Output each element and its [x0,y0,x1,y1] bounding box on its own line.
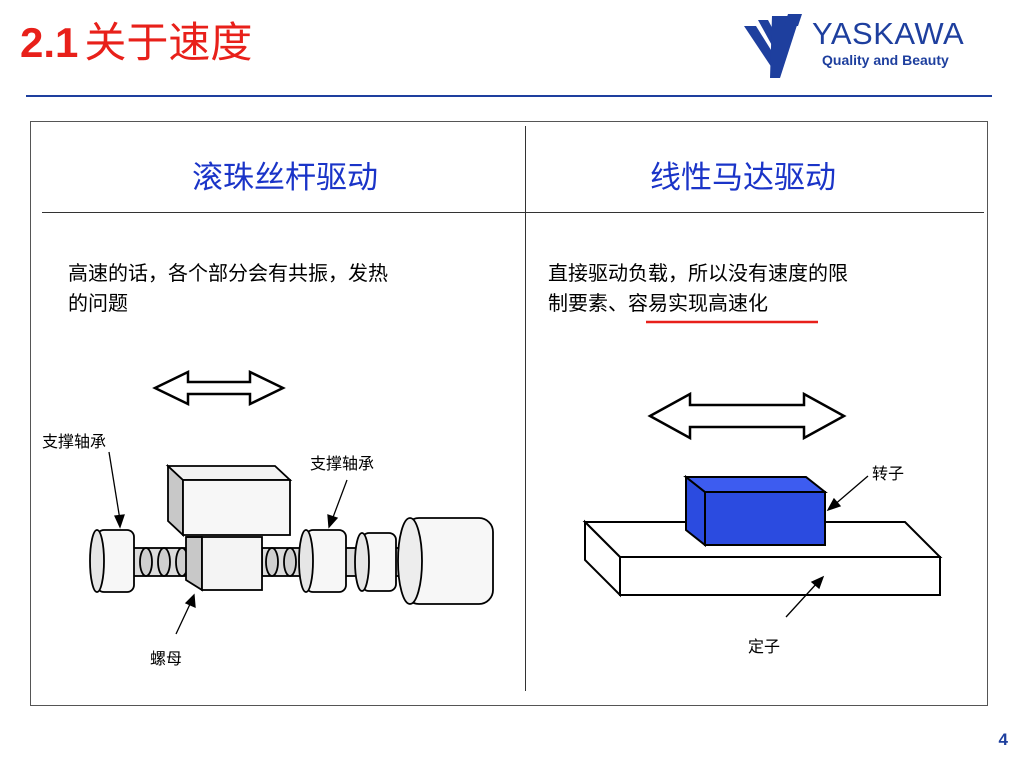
linear-desc-line-2-highlight: 容易实现高速化 [628,291,768,315]
ballscrew-desc-line-2: 的问题 [68,291,128,315]
label-rotor: 转子 [872,464,905,483]
label-right-support-bearing: 支撑轴承 [310,454,375,473]
linear-motor-description: 直接驱动负载，所以没有速度的限 制要素、容易实现高速化 [548,258,968,318]
brand-name: YASKAWA [812,16,965,51]
rotor-front [704,491,826,546]
left-double-arrow-icon [152,370,286,406]
linear-desc-line-2: 制要素、容易实现高速化 [548,288,968,318]
ballscrew-heading: 滚珠丝杆驱动 [192,160,378,196]
brand-slogan: Quality and Beauty [822,52,949,68]
slide-title-number: 2.1 [20,19,79,66]
label-left-support-bearing: 支撑轴承 [42,432,107,451]
header-rule [26,95,992,97]
comparison-frame [30,121,988,706]
ballscrew-description: 高速的话，各个部分会有共振，发热 的问题 [68,258,488,318]
column-divider [525,126,526,691]
label-stator: 定子 [748,637,781,656]
heading-divider [42,212,984,213]
table-block-front [182,479,291,536]
linear-motor-heading: 线性马达驱动 [650,160,836,196]
ballscrew-desc-line-1: 高速的话，各个部分会有共振，发热 [68,261,388,285]
yaskawa-logo-icon [744,14,802,78]
table-block-top [165,465,293,481]
ballscrew-assembly [89,463,494,605]
ball-nut-side [185,536,203,592]
linear-motor-assembly [582,474,943,598]
slide-title-text: 关于速度 [84,18,253,67]
ball-nut [201,536,263,591]
page-number: 4 [998,730,1008,749]
linear-desc-line-2-plain: 制要素、 [548,291,628,315]
rotor-top [683,476,828,493]
right-double-arrow-icon [647,391,847,441]
label-nut: 螺母 [150,649,183,668]
linear-desc-line-1: 直接驱动负载，所以没有速度的限 [548,261,848,285]
stator-front [619,556,941,596]
